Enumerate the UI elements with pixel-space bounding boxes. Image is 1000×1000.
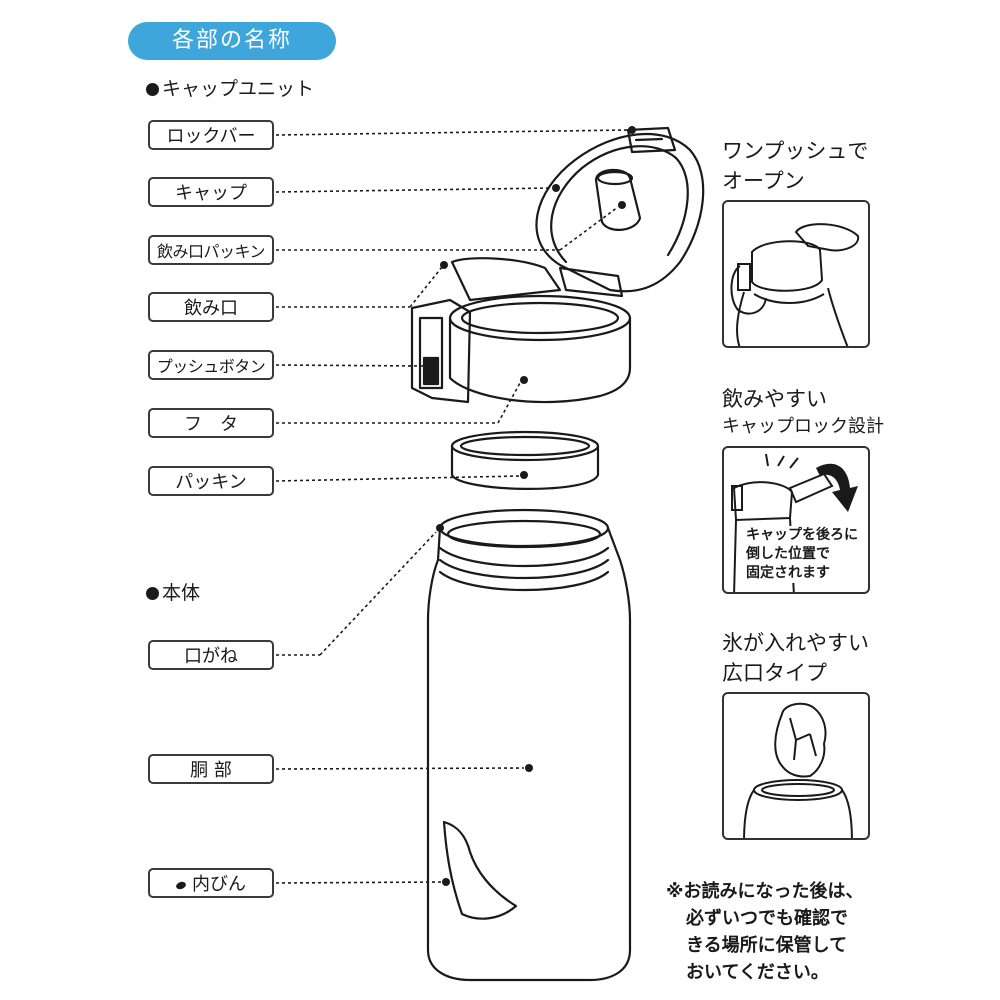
feature-cap-lock-note: キャップを後ろに 倒した位置で 固定されます [744, 526, 860, 583]
label-lid: フ タ [148, 408, 274, 438]
bullet-icon [146, 587, 159, 600]
feature-cap-lock-title-1: 飲みやすい [722, 387, 827, 411]
feature-cap-lock-title-2: キャップロック設計 [722, 416, 884, 437]
section-body: 本体 [146, 578, 200, 605]
label-push-button: プッシュボタン [148, 350, 274, 380]
feature-wide-mouth-title-1: 氷が入れやすい [722, 631, 869, 655]
lid-top [448, 294, 632, 342]
lock-bar [626, 126, 677, 154]
mouth-ring [438, 508, 610, 548]
label-packing: パッキン [148, 466, 274, 496]
label-cap: キャップ [148, 177, 274, 207]
label-spout: 飲み口 [148, 292, 274, 322]
feature-one-push-title-2: オープン [722, 169, 805, 193]
feature-cap-lock-illustration: キャップを後ろに 倒した位置で 固定されます [722, 446, 870, 594]
label-inner-bottle: 内びん [148, 868, 274, 898]
page-title: 各部の名称 [128, 22, 336, 60]
label-lock-bar: ロックバー [148, 120, 274, 150]
feature-wide-mouth-illustration [722, 692, 870, 840]
feature-one-push-illustration [722, 200, 870, 348]
lock-note-line-2: 倒した位置で [746, 546, 830, 562]
cap-dome [535, 132, 705, 293]
section-body-label: 本体 [162, 582, 201, 604]
bullet-icon [146, 83, 159, 96]
lock-note-line-1: キャップを後ろに [746, 527, 858, 543]
inner-bottle-window [442, 820, 518, 920]
cap-rim [550, 145, 689, 264]
lid-body [448, 316, 632, 404]
spout-packing [594, 168, 642, 231]
feature-one-push-title-1: ワンプッシュで [722, 139, 869, 163]
section-cap-unit: キャップユニット [146, 74, 314, 101]
note-line-3: きる場所に保管して [686, 935, 848, 956]
note-line-2: 必ずいつでも確認で [686, 908, 848, 929]
note-line-4: おいてください。 [686, 962, 829, 983]
label-mouth-ring: 口がね [148, 640, 274, 670]
feature-wide-mouth-title-2: 広口タイプ [722, 661, 827, 685]
push-button [410, 298, 472, 404]
storage-note: ※お読みになった後は、 必ずいつでも確認で きる場所に保管して おいてください。 [666, 878, 864, 986]
lock-note-line-3: 固定されます [746, 565, 830, 581]
label-spout-packing: 飲み口パッキン [148, 235, 274, 265]
packing-ring [450, 444, 600, 490]
label-body-part: 胴 部 [148, 754, 274, 784]
note-line-1: ※お読みになった後は、 [666, 881, 864, 902]
spout [450, 257, 562, 302]
bottle-body [426, 526, 632, 982]
section-cap-unit-label: キャップユニット [162, 78, 315, 100]
label-inner-bottle-text: 内びん [192, 874, 246, 895]
